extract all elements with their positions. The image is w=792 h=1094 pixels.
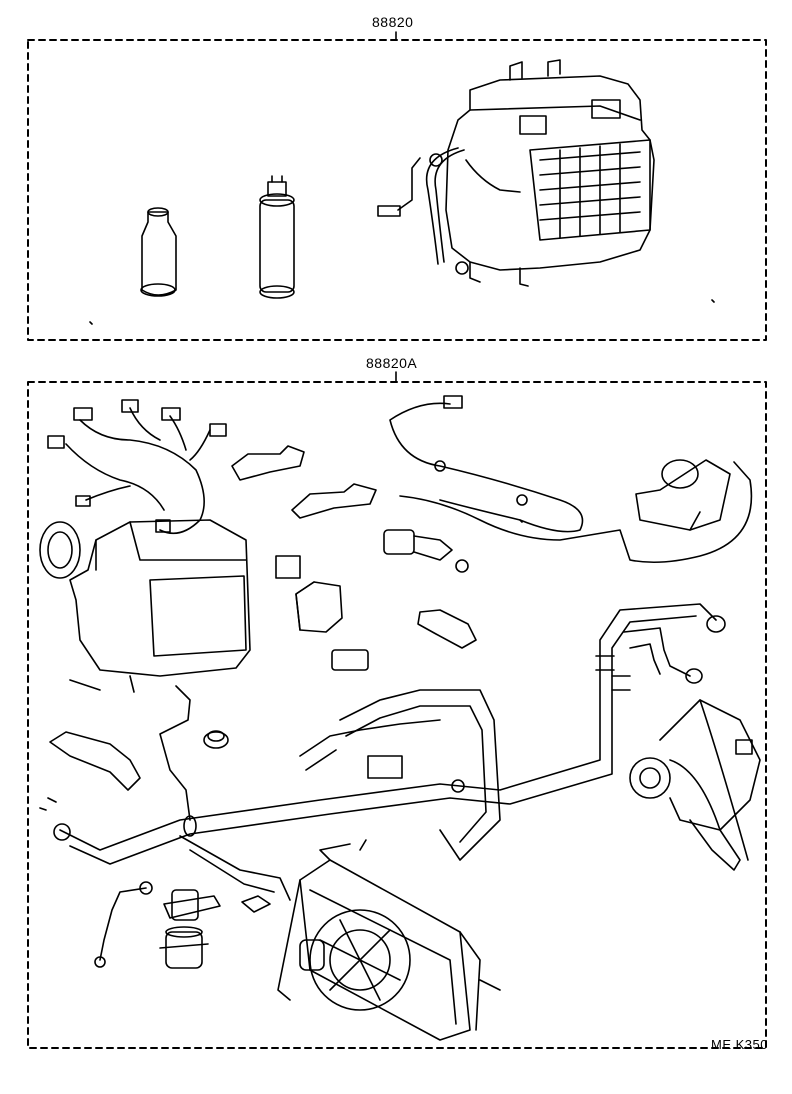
compressor-part bbox=[629, 699, 761, 871]
small-tube-part bbox=[94, 881, 153, 968]
lower-group-box bbox=[27, 381, 767, 1049]
lower-stray-marks bbox=[39, 519, 523, 811]
grommet-part bbox=[203, 730, 229, 749]
upper-stray-marks bbox=[89, 299, 715, 325]
condenser-fan-part bbox=[277, 839, 501, 1041]
wire-harness-part bbox=[47, 399, 227, 535]
upper-group-box bbox=[27, 39, 767, 341]
heater-unit-part bbox=[39, 519, 251, 693]
expansion-valve-bulb bbox=[183, 815, 197, 837]
lower-group-label: 88820A bbox=[366, 355, 418, 371]
upper-group-label: 88820 bbox=[372, 14, 414, 30]
gasket-part bbox=[275, 555, 301, 579]
connector-part bbox=[331, 649, 369, 671]
pressure-switch-part bbox=[417, 609, 477, 649]
bracket-a-part bbox=[231, 445, 305, 481]
liquid-tube-part bbox=[159, 685, 191, 821]
vacuum-hose-part bbox=[389, 395, 753, 564]
evaporator-unit-part bbox=[377, 59, 655, 287]
fitting-part bbox=[241, 895, 271, 913]
receiver-drier-part bbox=[259, 175, 295, 299]
receiver-bracket-part bbox=[159, 889, 221, 969]
refrigerant-hoses-part bbox=[53, 603, 726, 901]
bracket-b-part bbox=[291, 483, 377, 519]
vacuum-actuator-part bbox=[635, 459, 731, 531]
control-module-part bbox=[295, 581, 343, 633]
refrigerant-bottle-part bbox=[140, 207, 177, 297]
solenoid-valve-part bbox=[383, 529, 469, 573]
bracket-c-part bbox=[49, 731, 141, 791]
